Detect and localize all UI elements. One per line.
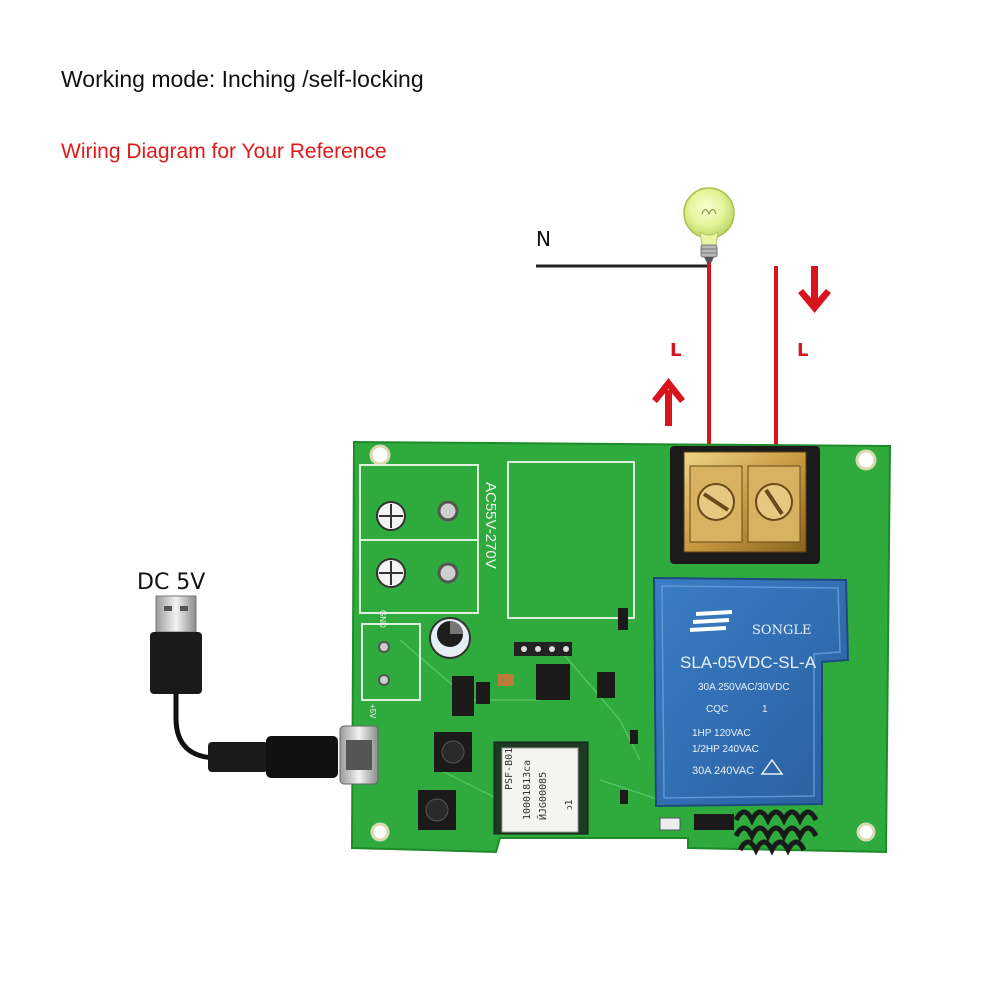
- relay-mark: 1: [762, 704, 768, 715]
- relay-model: SLA-05VDC-SL-A: [680, 653, 817, 672]
- screw-terminal-block: [670, 446, 820, 564]
- arrow-up-icon: [652, 378, 685, 426]
- screw-terminal-left: [376, 500, 459, 686]
- relay-line-2: 1/2HP 240VAC: [692, 744, 759, 755]
- module-text-1: PSF-B01: [504, 748, 515, 790]
- voltage-label: AC55V-270V: [482, 482, 499, 569]
- relay: SONGLE SLA-05VDC-SL-A 30A 250VAC/30VDC C…: [652, 576, 850, 808]
- antenna-coil: [733, 809, 819, 856]
- gnd-label: GND: [378, 610, 387, 628]
- vin-label: +5V: [368, 704, 377, 719]
- light-bulb-icon: [683, 187, 735, 263]
- capacitor: [429, 617, 471, 659]
- micro-usb-port: [339, 725, 379, 785]
- relay-line-3: 30A 240VAC: [692, 765, 754, 777]
- live-label-in: L: [670, 340, 682, 361]
- wifi-module: PSF-B01 10001813ca ӢJG00085 ↄ1: [493, 741, 589, 835]
- module-text-3: ӢJG00085: [536, 772, 549, 820]
- live-label-out: L: [797, 340, 809, 361]
- relay-line-1: 1HP 120VAC: [692, 728, 751, 739]
- relay-cert: CQC: [706, 704, 728, 715]
- page-title: Working mode: Inching /self-locking: [61, 66, 424, 92]
- relay-brand: SONGLE: [752, 623, 811, 638]
- page-subtitle: Wiring Diagram for Your Reference: [61, 140, 387, 163]
- usb-plug-icon: [150, 595, 338, 778]
- module-text-2: 10001813ca: [522, 760, 533, 820]
- components: [418, 608, 734, 831]
- neutral-label: N: [536, 227, 551, 251]
- arrow-down-icon: [798, 266, 831, 313]
- relay-rating: 30A 250VAC/30VDC: [698, 682, 790, 693]
- module-text-4: ↄ1: [564, 800, 575, 810]
- power-label: DC 5V: [137, 570, 206, 595]
